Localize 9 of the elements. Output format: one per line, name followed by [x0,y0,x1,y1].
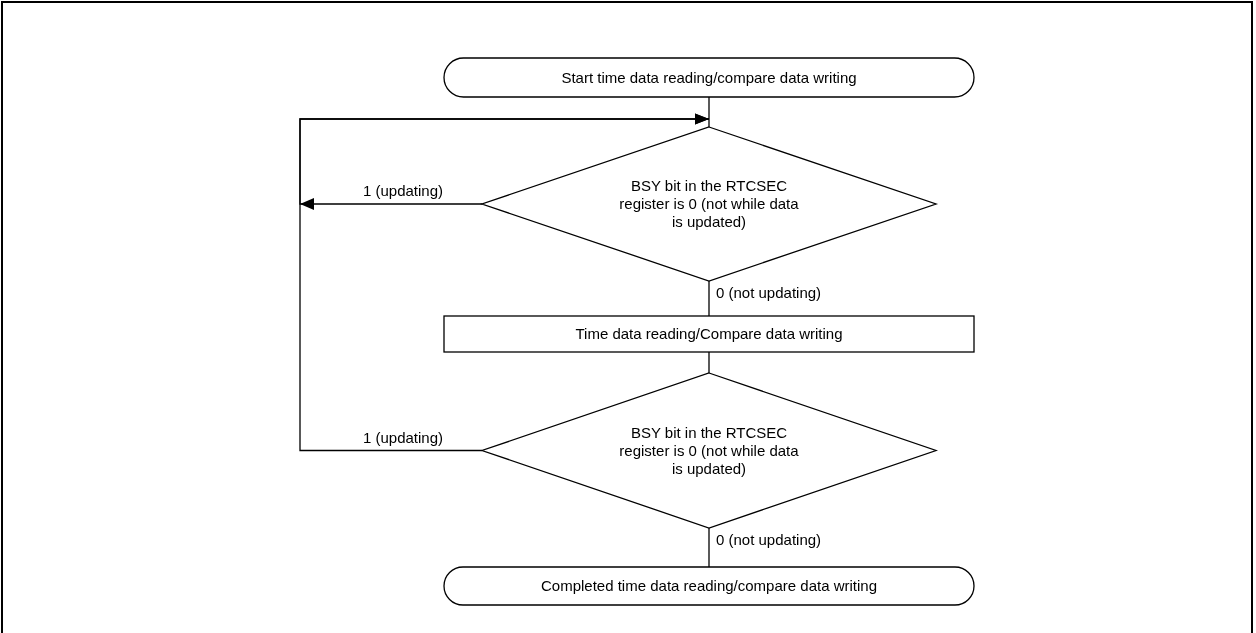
decision-text: BSY bit in the RTCSEC register is 0 (not while data is updated) [618,177,800,231]
step-text: Start time data reading/compare data writing [561,68,857,87]
edge-label: 0 (not updating) [715,532,823,548]
decision-text: BSY bit in the RTCSEC register is 0 (not while data is updated) [618,423,800,478]
step-text: Completed time data reading/compare data writing [541,577,877,595]
edge-label: 1 (updating) [361,183,444,199]
edge-label: 1 (updating) [361,429,444,446]
step-text: Time data reading/Compare data writing [575,325,843,343]
edge-label: 0 (not updating) [715,285,823,301]
